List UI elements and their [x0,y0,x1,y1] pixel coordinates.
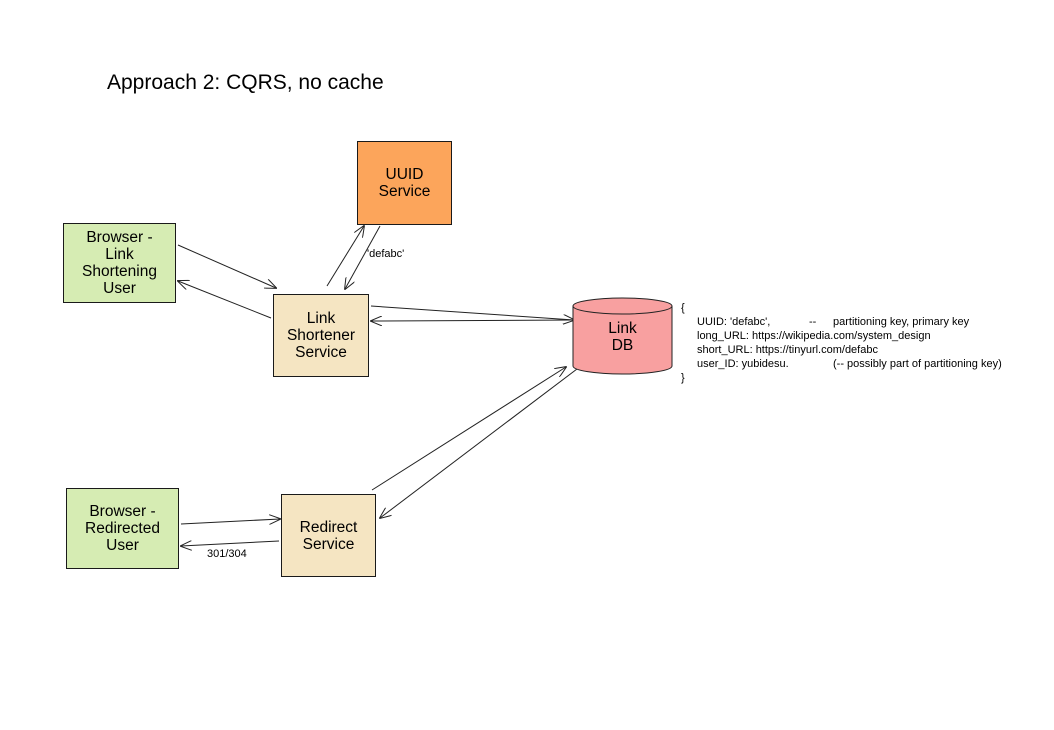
schema-open-brace: { [681,302,685,314]
diagram-title: Approach 2: CQRS, no cache [107,71,384,94]
schema-uuid-dash: -- [809,316,817,328]
arrow-db-to-shortener [371,320,575,321]
arrow-shortener-to-browser [178,281,272,319]
schema-user-id-note: (-- possibly part of partitioning key) [833,358,1002,370]
browser-redirected-user: Browser - Redirected User [66,488,179,569]
schema-short-url: short_URL: https://tinyurl.com/defabc [697,344,878,356]
link-shortener-service: Link Shortener Service [273,294,369,377]
link-db-cylinder [572,297,673,375]
redirect-service: Redirect Service [281,494,376,577]
arrow-browser-to-shortener [177,244,276,288]
link-db-label: Link DB [608,320,637,354]
uuid-return-label: 'defabc' [367,248,405,260]
arrow-redirect-to-browser [181,541,280,546]
arrow-shortener-to-uuid [326,226,364,287]
schema-uuid: UUID: 'defabc', [697,316,771,328]
arrow-browser-to-redirect [180,519,280,524]
schema-close-brace: } [681,372,685,384]
arrow-shortener-to-db [370,305,574,320]
schema-uuid-note: partitioning key, primary key [833,316,970,328]
arrow-uuid-to-shortener [345,225,381,289]
schema-long-url: long_URL: https://wikipedia.com/system_d… [697,330,931,342]
uuid-service: UUID Service [357,141,452,225]
arrow-redirect-to-db [371,367,566,491]
arrow-db-to-redirect [380,368,578,518]
redirect-status-label: 301/304 [207,548,247,560]
schema-user-id: user_ID: yubidesu. [697,358,789,370]
browser-link-shortening-user: Browser - Link Shortening User [63,223,176,303]
